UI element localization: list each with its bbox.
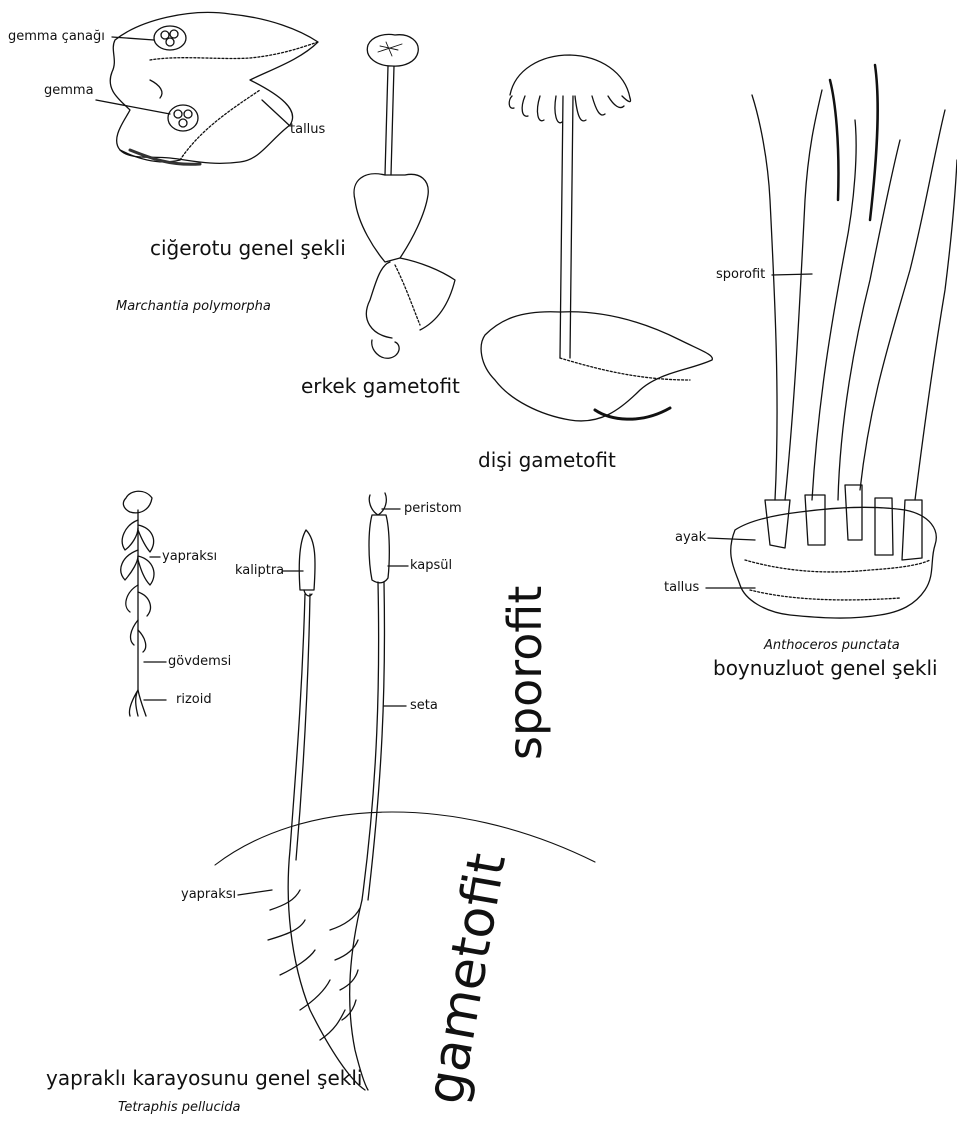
tetraphis-drawing — [215, 493, 595, 1090]
caption-leafy-moss: yapraklı karayosunu genel şekli — [46, 1066, 362, 1090]
species-marchantia: Marchantia polymorpha — [116, 299, 271, 314]
caption-male-gametophyte: erkek gametofit — [301, 374, 460, 398]
label-foot: ayak — [675, 530, 706, 545]
liverwort-thallus-drawing — [110, 12, 318, 164]
label-rhizoid: rizoid — [176, 692, 212, 707]
label-gemma-cup: gemma çanağı — [8, 29, 105, 44]
label-peristome: peristom — [404, 501, 462, 516]
caption-female-gametophyte: dişi gametofit — [478, 448, 616, 472]
moss-shoot-drawing — [121, 491, 154, 716]
label-stem: gövdemsi — [168, 654, 231, 669]
label-thallus-liverwort: tallus — [290, 122, 325, 137]
male-gametophyte-drawing — [354, 34, 455, 358]
species-tetraphis: Tetraphis pellucida — [118, 1100, 240, 1115]
label-leaflet-top: yapraksı — [162, 549, 217, 564]
generation-label-sporophyte: sporofit — [498, 586, 552, 760]
hornwort-drawing — [731, 65, 957, 618]
caption-hornwort: boynuzluot genel şekli — [713, 656, 938, 680]
label-leaflet-bottom: yapraksı — [181, 887, 236, 902]
species-anthoceros: Anthoceros punctata — [764, 638, 900, 653]
label-calyptra: kaliptra — [235, 563, 284, 578]
label-thallus-hornwort: tallus — [664, 580, 699, 595]
label-sporophyte-hornwort: sporofit — [716, 267, 765, 282]
caption-liverwort: ciğerotu genel şekli — [150, 236, 346, 260]
label-capsule: kapsül — [410, 558, 452, 573]
label-seta: seta — [410, 698, 438, 713]
label-gemma: gemma — [44, 83, 94, 98]
female-gametophyte-drawing — [481, 55, 712, 421]
